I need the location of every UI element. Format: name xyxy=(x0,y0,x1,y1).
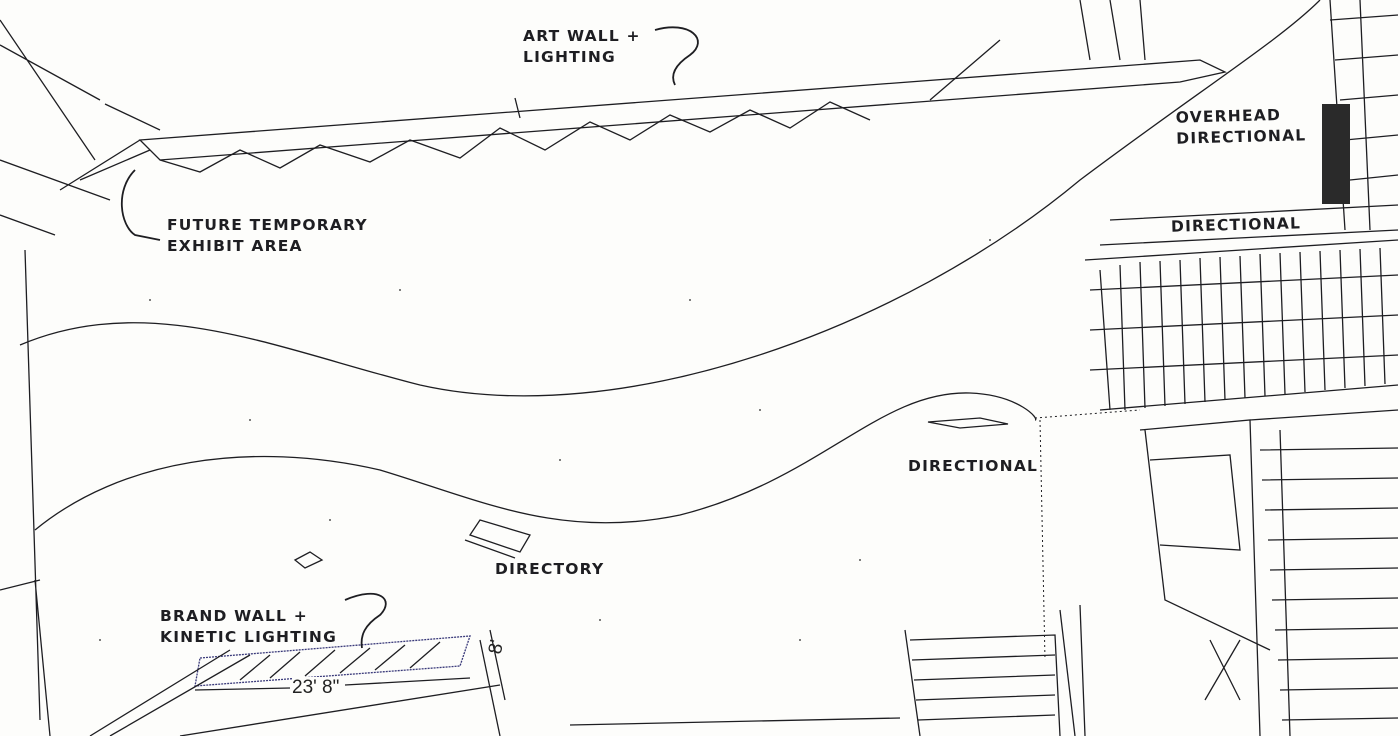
directional-top-label: DIRECTIONAL xyxy=(1170,214,1302,236)
lower-curve xyxy=(34,392,1037,531)
directional-sign xyxy=(927,417,1009,429)
art-wall xyxy=(0,0,1227,236)
brand-wall-length-dimension: 23' 8" xyxy=(292,677,340,699)
future-exhibit-line2: EXHIBIT AREA xyxy=(167,237,303,255)
brand-wall xyxy=(89,629,506,736)
brand-wall-line2: KINETIC LIGHTING xyxy=(160,628,338,646)
directional-mid-label: DIRECTIONAL xyxy=(908,457,1039,475)
overhead-directional-label: OVERHEAD DIRECTIONAL xyxy=(1175,104,1306,149)
art-wall-label-line2: LIGHTING xyxy=(523,48,616,66)
overhead-directional-line2: DIRECTIONAL xyxy=(1176,126,1307,148)
future-exhibit-label: FUTURE TEMPORARY EXHIBIT AREA xyxy=(167,215,368,257)
art-wall-label-line1: ART WALL + xyxy=(523,27,641,45)
art-wall-label: ART WALL + LIGHTING xyxy=(523,26,641,68)
right-building xyxy=(1084,0,1399,736)
future-exhibit-line1: FUTURE TEMPORARY xyxy=(167,216,368,234)
directory-label: DIRECTORY xyxy=(495,560,605,578)
directory-sign xyxy=(464,519,531,559)
brand-wall-line1: BRAND WALL + xyxy=(160,607,308,625)
upper-curve xyxy=(19,0,1321,397)
brand-wall-label: BRAND WALL + KINETIC LIGHTING xyxy=(160,606,337,648)
overhead-sign-panel xyxy=(1322,104,1350,204)
